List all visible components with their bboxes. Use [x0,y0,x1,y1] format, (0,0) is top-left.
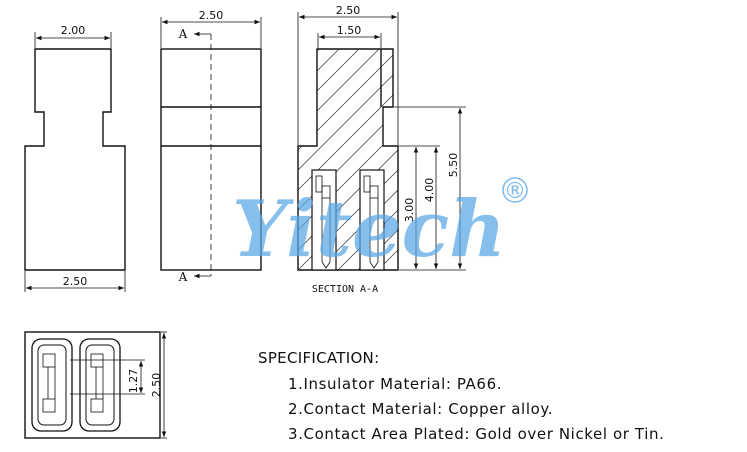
dim-height-contact: 4.00 [423,178,436,203]
hatch-line [538,10,747,270]
dim-height-cavity: 3.00 [403,198,416,223]
dim-pitch: 1.27 [127,369,140,394]
front-view: 2.00 2.50 [24,24,126,292]
dim-height-overall: 5.50 [447,153,460,178]
spec-line-1: 1.Insulator Material: PA66. [288,375,502,393]
hatch-line [658,10,747,270]
section-label: SECTION A-A [312,284,378,295]
hatch-line [618,10,747,270]
dim-section-width: 2.50 [336,4,361,17]
section-view: 2.50 1.50 3.00 4.00 5.50 SECTION A-A [297,4,747,295]
hatch-line [498,10,747,270]
dim-section-inner-width: 1.50 [337,24,362,37]
hatch-line [598,10,747,270]
hatch-line [578,10,747,270]
bottom-slot-right [79,338,121,432]
hatch-line [638,10,747,270]
side-view: 2.50 A A [160,9,262,284]
hatch-line [298,49,398,270]
section-marker-bottom: A [178,270,188,284]
dim-front-top-width: 2.00 [61,24,86,37]
hatch-line [298,49,398,270]
hatch-line [298,49,398,270]
dim-side-width: 2.50 [199,9,224,22]
hatch-line [518,10,747,270]
bottom-view: 1.27 2.50 [24,331,167,439]
dim-front-bottom-width: 2.50 [63,275,88,288]
dim-bottom-width: 2.50 [150,373,163,398]
hatch-line [678,10,747,270]
hatch-line [298,49,398,270]
spec-line-3: 3.Contact Area Plated: Gold over Nickel … [288,425,664,443]
right-contact-cavity [359,169,385,271]
spec-line-2: 2.Contact Material: Copper alloy. [288,400,553,418]
hatch-line [298,49,398,270]
hatch-line [478,10,738,270]
watermark-logo: Yitech ® [232,177,528,275]
left-contact-cavity [311,169,337,271]
hatch-line [558,10,747,270]
specification-block: SPECIFICATION: 1.Insulator Material: PA6… [258,349,664,443]
watermark-text: Yitech [232,184,506,275]
hatch-line [298,49,379,270]
section-marker-top: A [178,27,188,41]
specification-title: SPECIFICATION: [258,349,379,367]
registered-mark: ® [504,179,526,204]
hatch-line [298,49,398,270]
bottom-slot-left [31,338,73,432]
